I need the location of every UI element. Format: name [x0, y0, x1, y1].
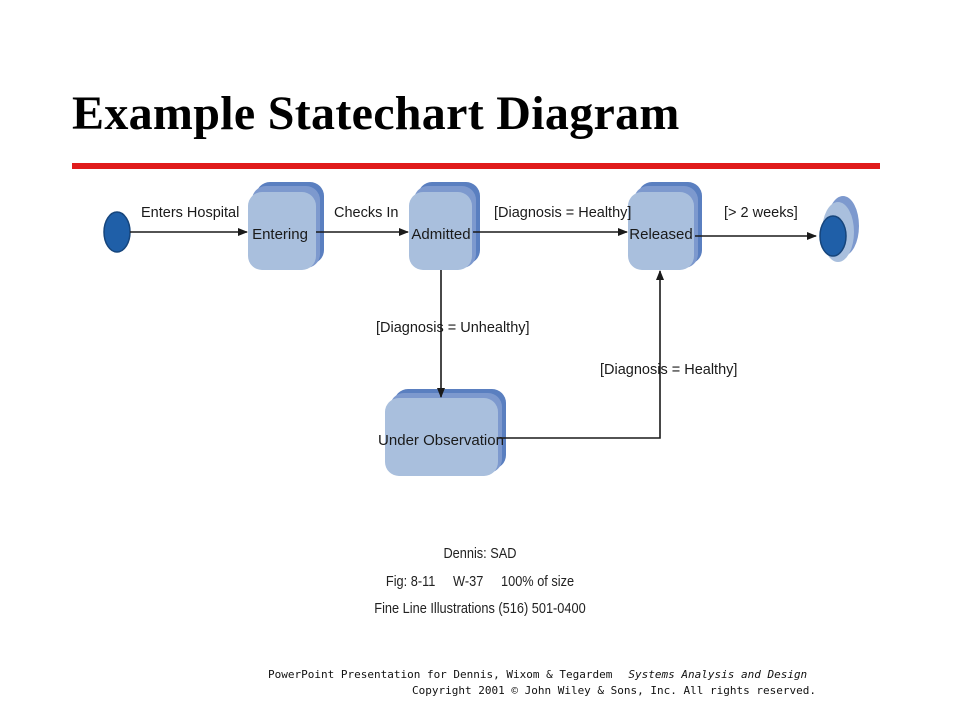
state-admitted: Admitted [409, 182, 480, 270]
state-label: Admitted [411, 226, 470, 243]
footer-course-title: Systems Analysis and Design [628, 668, 808, 681]
slide-title: Example Statechart Diagram [72, 87, 680, 140]
state-entering: Entering [248, 182, 324, 270]
transition-label: [> 2 weeks] [724, 205, 798, 221]
transition-label: [Diagnosis = Healthy] [600, 362, 737, 378]
initial-state-node [103, 211, 131, 253]
figure-credit-line: Fine Line Illustrations (516) 501-0400 [374, 601, 586, 617]
figure-credit-line: Dennis: SAD [443, 546, 517, 562]
footer-presentation-text: PowerPoint Presentation for Dennis, Wixo… [268, 668, 613, 681]
transition-label: Enters Hospital [141, 205, 239, 221]
state-label: Entering [252, 226, 308, 243]
state-label: Under Observation [378, 432, 504, 449]
transition-observation-released [498, 270, 664, 439]
title-divider [72, 163, 880, 169]
footer-presentation: PowerPoint Presentation for Dennis, Wixo… [268, 668, 807, 681]
final-state-node [819, 196, 859, 262]
transition-label: Checks In [334, 205, 398, 221]
transition-label: [Diagnosis = Healthy] [494, 205, 631, 221]
state-released: Released [628, 182, 702, 270]
figure-credit-line: Fig: 8-11 W-37 100% of size [385, 574, 575, 590]
state-under-observation: Under Observation [378, 389, 506, 476]
transition-label: [Diagnosis = Unhealthy] [376, 320, 530, 336]
state-label: Released [629, 226, 692, 243]
footer-copyright: Copyright 2001 © John Wiley & Sons, Inc.… [412, 684, 816, 697]
